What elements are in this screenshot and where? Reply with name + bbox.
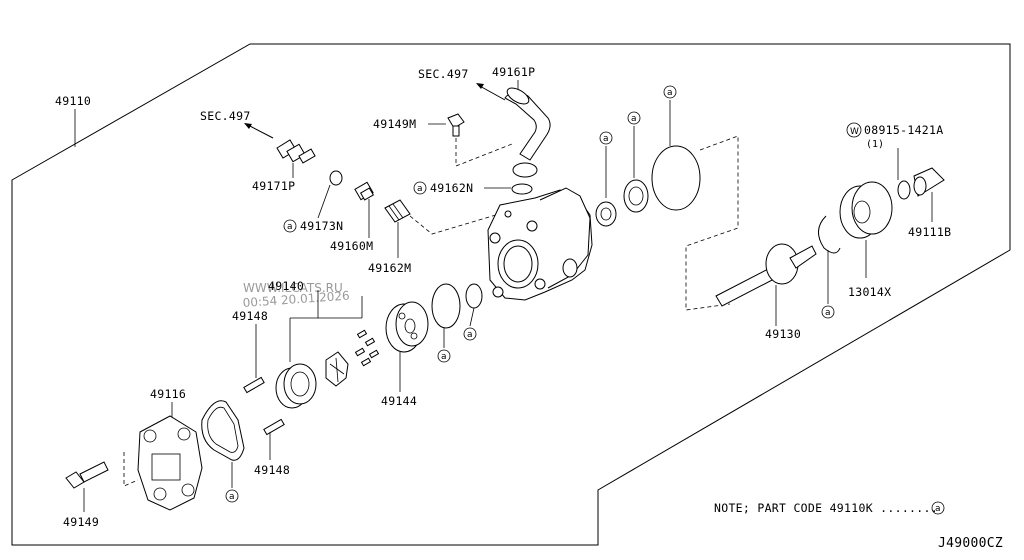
part-o-ring-1 <box>431 283 461 329</box>
diagram-boundary <box>11 43 1011 546</box>
label-49173n[interactable]: 49173N <box>300 219 343 233</box>
label-49149[interactable]: 49149 <box>63 515 99 529</box>
part-gasket <box>201 400 245 461</box>
label-49148-bottom[interactable]: 49148 <box>254 463 290 477</box>
part-49160m <box>354 181 375 201</box>
a-symbol-icon <box>821 305 835 319</box>
part-rotor <box>325 351 349 387</box>
a-symbol-icon <box>663 85 677 99</box>
part-49148-pin-bottom <box>263 418 285 436</box>
w-symbol-icon <box>846 122 862 138</box>
part-bearing <box>623 179 649 213</box>
a-symbol-text: a <box>825 308 831 318</box>
part-49149-bolt <box>65 461 109 489</box>
a-symbol-icon <box>463 327 477 341</box>
a-symbol-icon <box>627 111 641 125</box>
label-49162m[interactable]: 49162M <box>368 261 411 275</box>
part-49148-pin-top <box>243 376 265 394</box>
a-symbol-text: a <box>287 222 293 232</box>
a-symbol-icon <box>931 501 945 515</box>
a-symbol-text: a <box>229 492 235 502</box>
label-49148-top[interactable]: 49148 <box>232 309 268 323</box>
label-49149m[interactable]: 49149M <box>373 117 416 131</box>
part-13014x-sprocket <box>839 181 893 239</box>
label-08915-1421a[interactable]: 08915-1421A <box>864 123 943 137</box>
a-symbol-text: a <box>441 352 447 362</box>
w-symbol-text: W <box>850 127 859 137</box>
label-49140[interactable]: 49140 <box>268 279 304 293</box>
label-49110[interactable]: 49110 <box>55 94 91 108</box>
part-seal-1 <box>595 201 617 227</box>
part-49171p <box>276 139 316 164</box>
label-sec-497-left[interactable]: SEC.497 <box>200 109 251 123</box>
label-49144[interactable]: 49144 <box>381 394 417 408</box>
a-symbol-icon <box>225 489 239 503</box>
a-symbol-text: a <box>467 330 473 340</box>
arrow-icon <box>476 83 484 89</box>
label-49161p[interactable]: 49161P <box>492 65 535 79</box>
a-symbol-text: a <box>631 114 637 124</box>
note-symbol: a <box>935 504 941 514</box>
label-49116[interactable]: 49116 <box>150 387 186 401</box>
note-text: NOTE; PART CODE 49110K ........ <box>714 501 938 515</box>
part-o-ring-2 <box>465 283 483 309</box>
part-49116-cover <box>137 415 203 511</box>
arrow-icon <box>244 123 252 129</box>
label-49160m[interactable]: 49160M <box>330 239 373 253</box>
part-49149m <box>447 113 465 137</box>
diagram-code: J49000CZ <box>938 536 1003 551</box>
part-49162n <box>511 183 533 195</box>
a-symbol-text: a <box>417 184 423 194</box>
label-49130[interactable]: 49130 <box>765 327 801 341</box>
part-49144-plate <box>385 301 429 353</box>
a-symbol-icon <box>599 131 613 145</box>
a-symbol-icon <box>413 181 427 195</box>
part-snap-ring <box>818 215 841 254</box>
a-symbol-text: a <box>603 134 609 144</box>
part-08915-washer <box>897 180 911 200</box>
label-sec-497-top[interactable]: SEC.497 <box>418 67 469 81</box>
a-symbol-icon <box>283 219 297 233</box>
label-49162n[interactable]: 49162N <box>430 181 473 195</box>
part-vanes <box>354 329 380 367</box>
a-symbol-icon <box>437 349 451 363</box>
part-large-o-ring <box>651 145 701 211</box>
part-49111b-nut <box>913 167 945 197</box>
part-49140-cam-ring <box>275 363 317 409</box>
label-08915-qty: (1) <box>866 139 884 150</box>
part-49173n <box>329 170 343 186</box>
a-symbol-text: a <box>667 88 673 98</box>
part-49162m <box>384 199 411 223</box>
label-49171p[interactable]: 49171P <box>252 179 295 193</box>
label-49111b[interactable]: 49111B <box>908 225 951 239</box>
label-13014x[interactable]: 13014X <box>848 285 891 299</box>
part-49161p <box>504 87 551 178</box>
part-49130-shaft <box>715 243 817 307</box>
part-pump-body <box>487 187 593 301</box>
